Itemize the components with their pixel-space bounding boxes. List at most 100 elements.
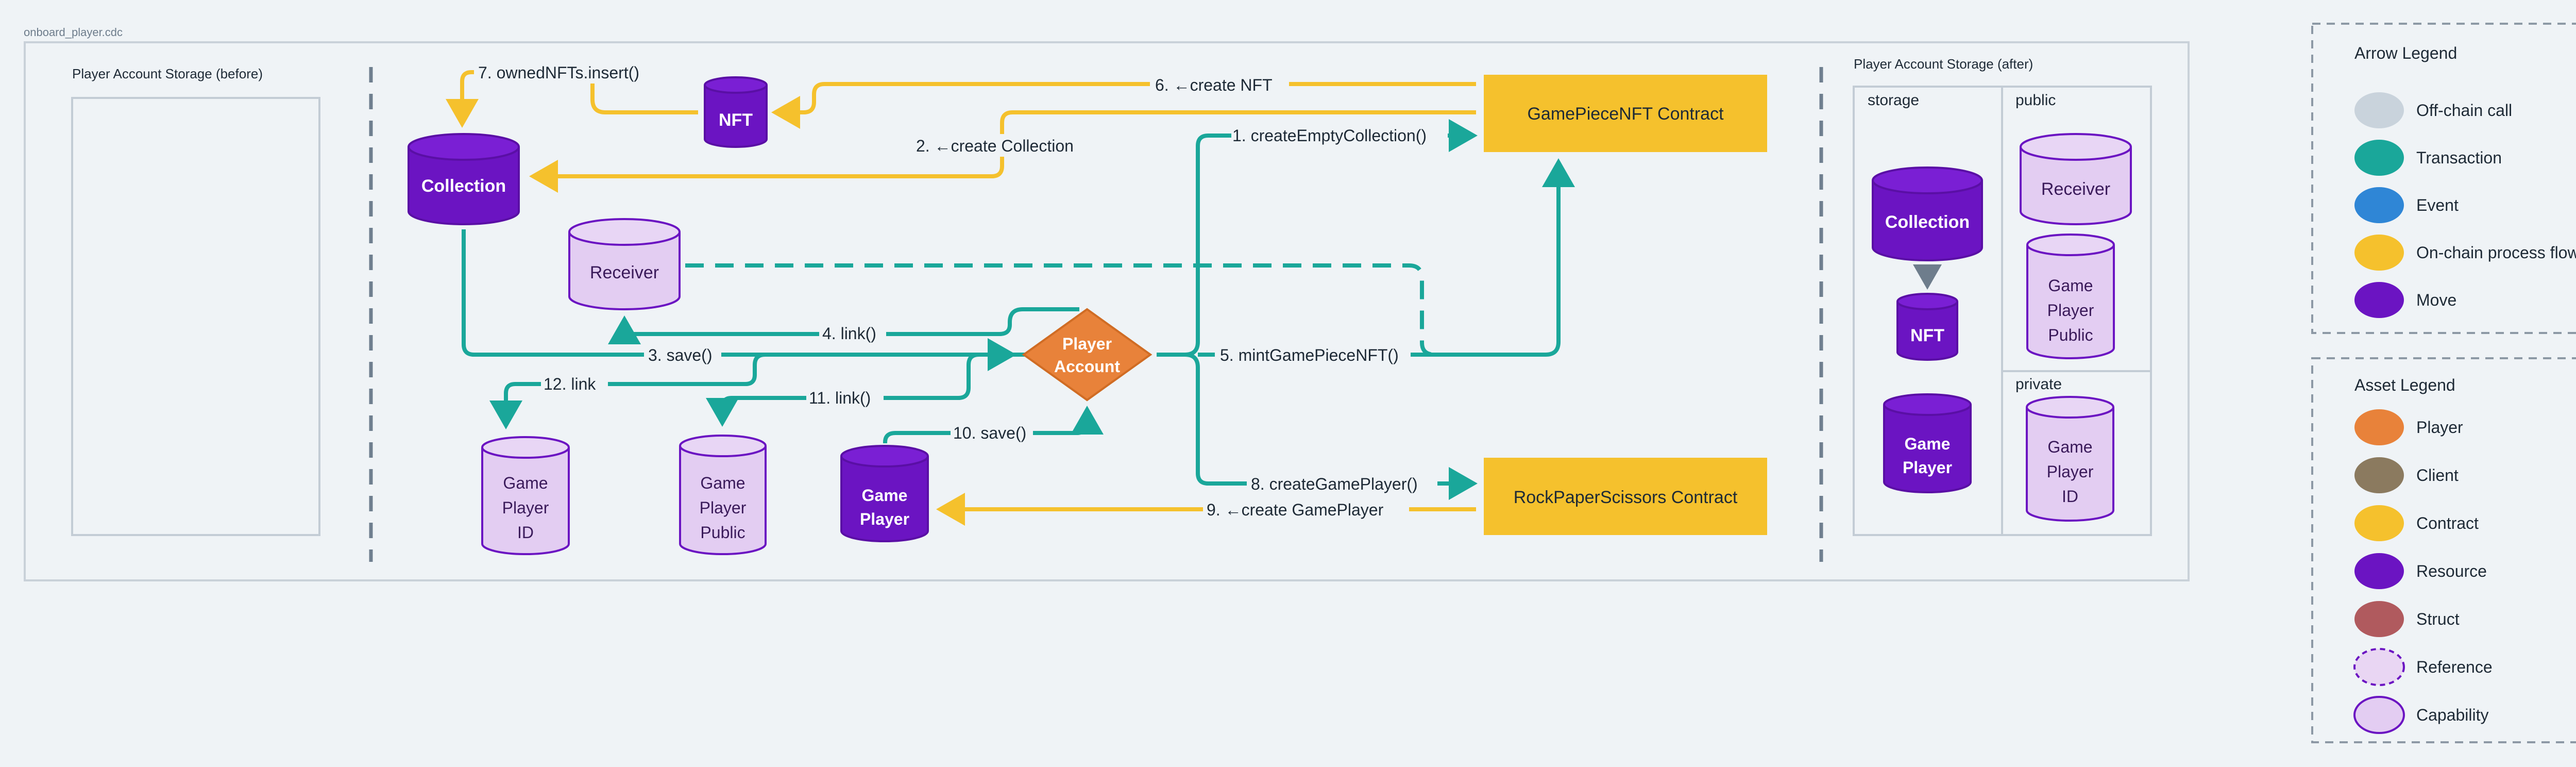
collection-label: Collection [421,176,506,196]
game-player-resource: Game Player [840,445,929,542]
after-game-player-public-capability: Game Player Public [2026,234,2115,359]
asset-legend-swatch-5 [2353,648,2405,686]
asset-legend-label-0: Player [2416,418,2463,437]
arrow-owned-nfts-insert-a [590,81,698,114]
edge-label-link-game-player-id: 12. link [544,375,596,393]
rps-contract: RockPaperScissors Contract [1484,458,1767,535]
label-bg-e1 [1231,124,1448,146]
arrow-legend-swatch-3 [2354,235,2404,271]
edge-label-link-receiver: 4. link() [822,324,876,343]
edge-label-save-game-player: 10. save() [953,424,1026,442]
gpid-line2: Player [502,498,549,517]
game-player-public-capability: Game Player Public [679,435,767,555]
asset-legend-swatch-3 [2354,553,2404,589]
asset-legend-swatch-0 [2354,409,2404,445]
after-gpp-line2: Player [2047,301,2094,320]
receiver-capability: Receiver [568,218,681,310]
asset-legend-label-6: Capability [2416,706,2489,724]
label-bg-e6 [1150,73,1289,96]
arrow-legend-swatch-0 [2354,92,2404,128]
gpid-line3: ID [517,523,534,542]
after-gpid-line2: Player [2047,462,2094,481]
edge-label-create-nft: 6. ←create NFT [1155,76,1273,94]
asset-legend-swatch-1 [2354,457,2404,493]
edge-label-link-game-player-public: 11. link() [809,389,871,407]
arrow-receiver-reference [685,263,1435,357]
label-bg-e11 [806,388,884,408]
asset-legend-label-3: Resource [2416,562,2487,580]
gpid-line1: Game [503,474,548,492]
gamepiece-contract-label: GamePieceNFT Contract [1527,104,1724,124]
before-storage-box [71,97,320,536]
collection-resource: Collection [408,133,520,225]
label-bg-e7 [474,61,654,84]
nft-label: NFT [719,110,753,130]
after-panel-title: Player Account Storage (after) [1854,56,2033,72]
rps-contract-label: RockPaperScissors Contract [1514,488,1738,507]
arrow-legend-label-3: On-chain process flow [2416,243,2576,262]
arrow-save-collection [462,229,1016,371]
arrow-legend-label-2: Event [2416,196,2459,214]
edge-label-create-collection: 2. ←create Collection [916,137,1074,155]
game-player-id-capability: Game Player ID [481,436,570,555]
label-bg-e3 [644,344,721,366]
gpp-line3: Public [700,523,745,542]
gp-line2: Player [860,510,909,528]
public-label: public [2015,92,2056,109]
asset-legend-label-5: Reference [2416,658,2493,676]
edge-label-create-game-player-return: 9. ←create GamePlayer [1207,501,1384,519]
storage-label: storage [1868,92,1919,109]
nft-resource: NFT [704,76,768,148]
label-bg-e4 [819,324,886,344]
player-account: Player Account [1022,308,1153,402]
label-bg-e5 [1215,344,1411,366]
label-bg-e9 [1203,499,1409,521]
after-nft-resource: NFT [1896,293,1958,361]
after-gp-line1: Game [1905,435,1951,453]
edge-label-save-collection: 3. save() [648,346,712,364]
edge-label-create-game-player: 8. createGamePlayer() [1251,475,1418,493]
arrow-create-nft [771,82,1476,129]
after-gpp-line3: Public [2048,326,2093,344]
arrow-legend: Arrow Legend Off-chain callTransactionEv… [2311,23,2576,334]
asset-legend-swatch-2 [2354,505,2404,541]
asset-legend-title: Asset Legend [2354,376,2455,394]
player-account-line2: Account [1054,357,1120,376]
edge-label-create-empty-collection: 1. createEmptyCollection() [1232,126,1427,145]
outer-frame [24,41,2190,581]
label-bg-e12 [541,374,608,394]
after-receiver-label: Receiver [2041,179,2110,199]
asset-legend-label-1: Client [2416,466,2459,485]
arrow-link-receiver [608,307,1079,344]
after-gpp-line1: Game [2048,276,2093,295]
asset-legend-swatch-4 [2354,601,2404,637]
arrow-mint-game-piece-nft [1198,158,1575,357]
arrow-legend-label-4: Move [2416,291,2456,309]
arrow-link-game-player-public [706,353,1028,427]
label-bg-e10 [951,423,1033,443]
gp-line1: Game [862,486,908,505]
after-game-player-resource: Game Player [1883,393,1972,493]
arrow-link-game-player-id [489,353,1028,429]
label-bg-e2 [912,134,1092,157]
before-panel-title: Player Account Storage (before) [72,66,263,81]
after-collection-label: Collection [1885,212,1970,232]
private-label: private [2015,376,2062,393]
after-gpid-line3: ID [2062,487,2078,506]
arrow-legend-swatch-2 [2354,187,2404,223]
asset-legend-swatch-6 [2353,696,2405,734]
after-gpid-line1: Game [2047,438,2092,456]
gamepiece-nft-contract: GamePieceNFT Contract [1484,75,1767,152]
arrow-create-empty-collection [1157,119,1478,357]
asset-legend: Asset Legend PlayerClientContractResourc… [2311,357,2576,743]
arrow-legend-label-1: Transaction [2416,148,2502,167]
file-title: onboard_player.cdc [24,26,123,39]
player-account-line1: Player [1062,335,1112,353]
arrow-legend-title: Arrow Legend [2354,44,2457,62]
after-game-player-id-capability: Game Player ID [2026,396,2114,522]
edge-label-mint-game-piece-nft: 5. mintGamePieceNFT() [1220,346,1399,364]
label-bg-e8 [1247,473,1437,495]
gpp-line2: Player [700,498,747,517]
after-collection-resource: Collection [1872,166,1983,261]
